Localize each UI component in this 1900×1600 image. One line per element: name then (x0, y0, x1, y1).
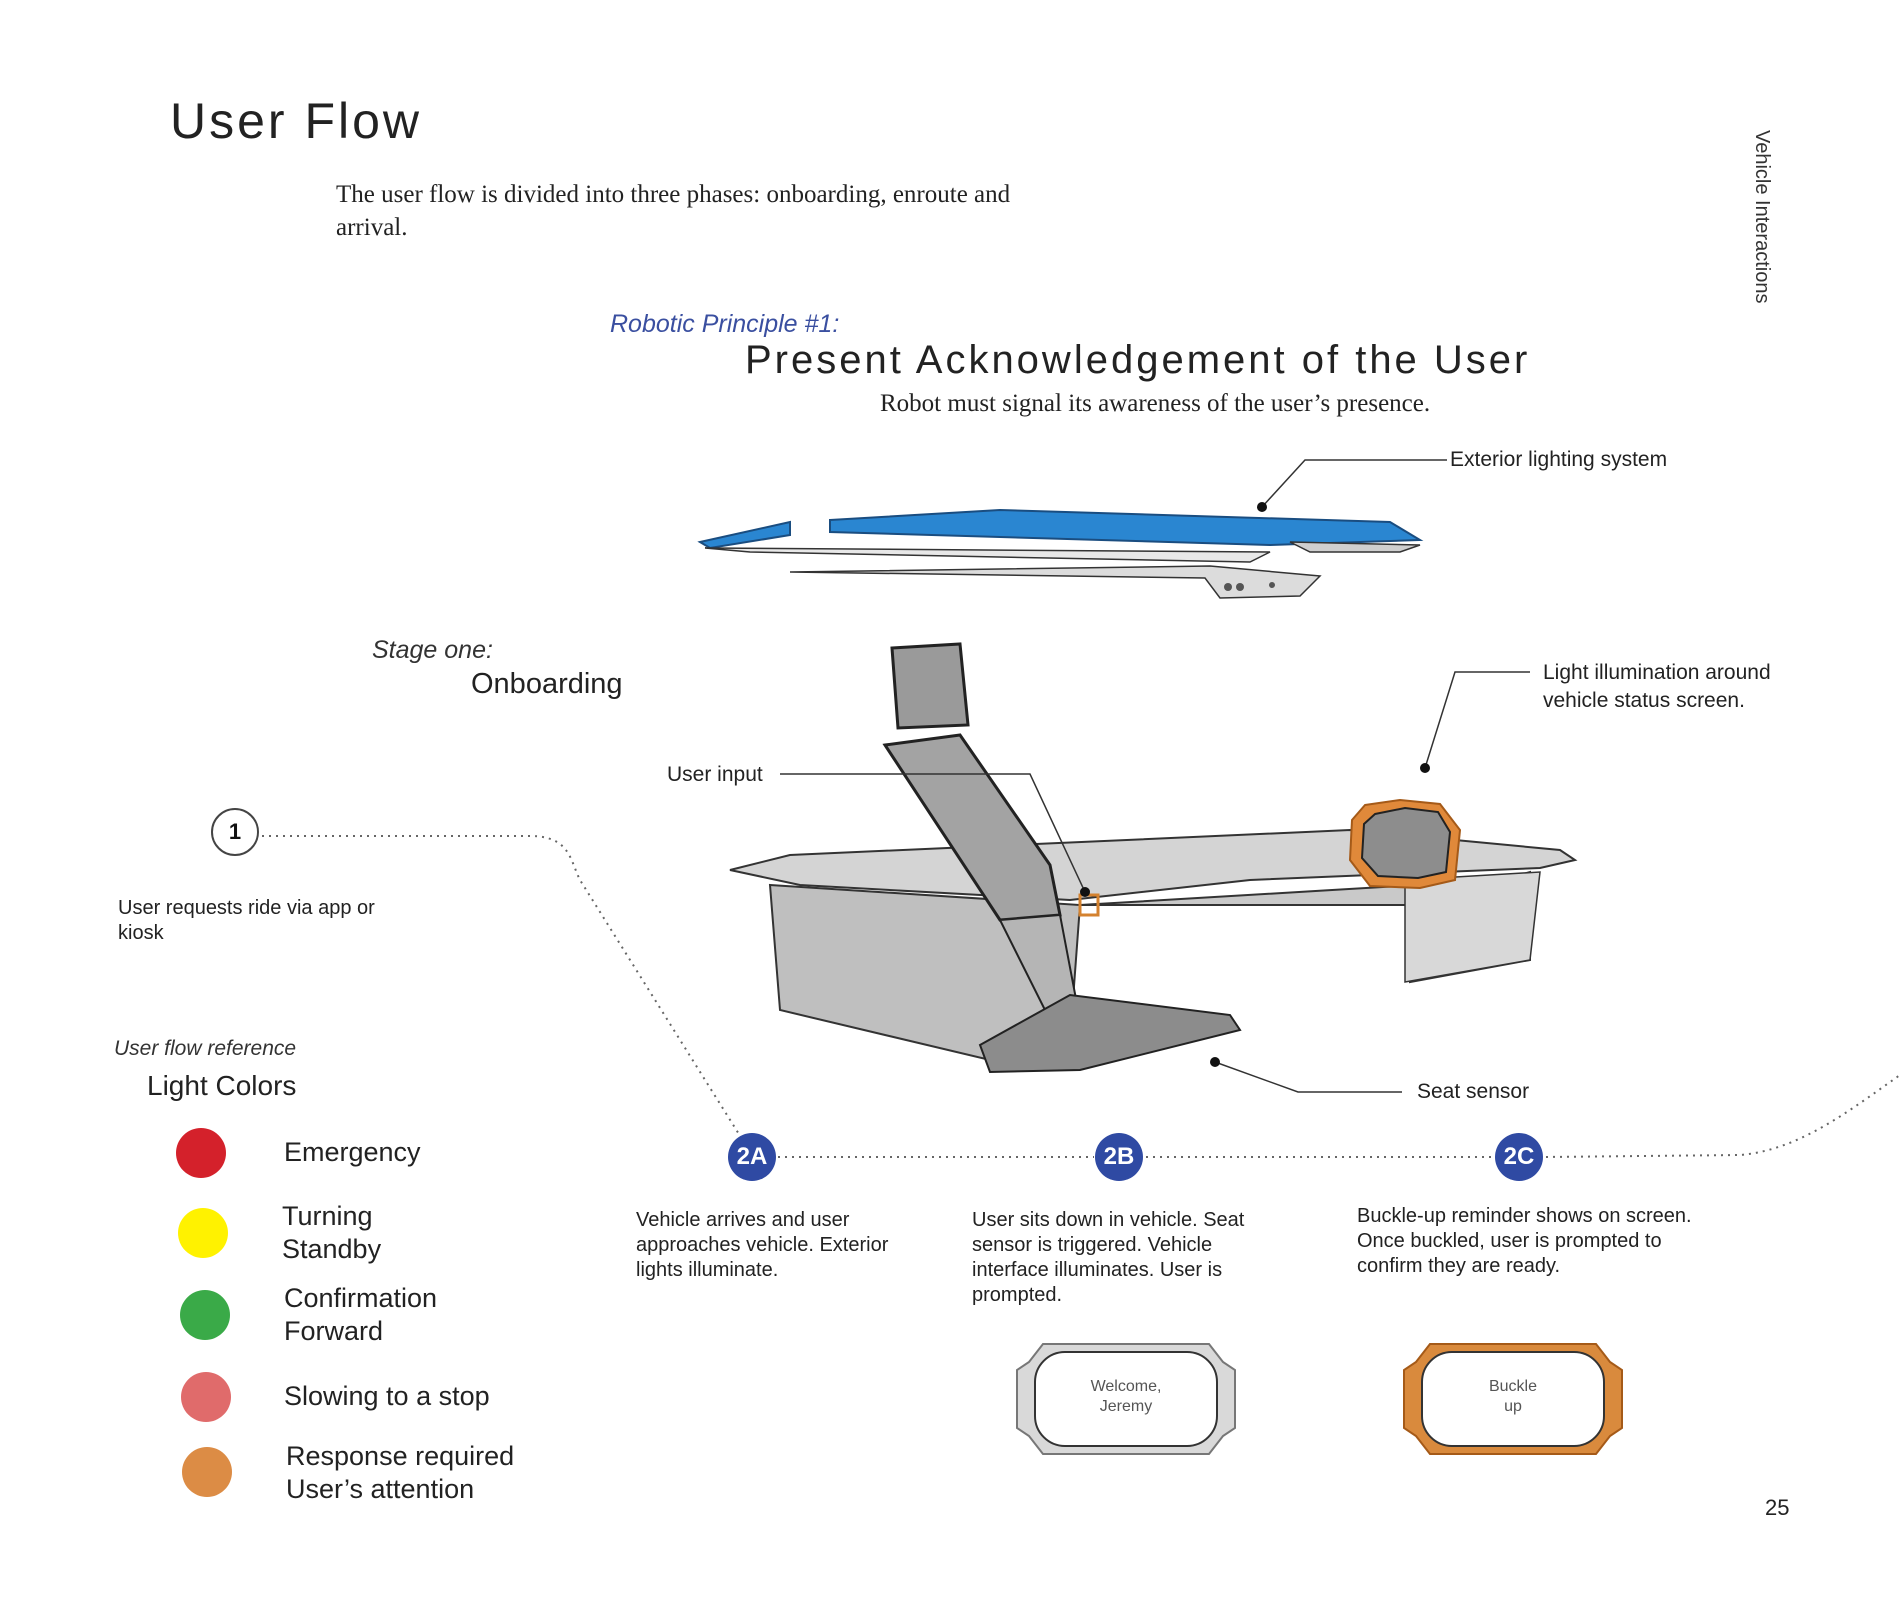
callout-seat-sensor: Seat sensor (1417, 1080, 1530, 1103)
legend-text-slowing: Slowing to a stop (284, 1380, 490, 1413)
principle-label: Robotic Principle #1: (610, 310, 840, 338)
welcome-line-2: Jeremy (1099, 1398, 1153, 1415)
legend-dot-slowing (181, 1372, 231, 1422)
intro-paragraph: The user flow is divided into three phas… (336, 181, 1011, 241)
legend-line: Forward (284, 1316, 384, 1346)
stage-label: Stage one: (372, 636, 493, 664)
callout-user-input: User input (667, 763, 763, 786)
callout-light-illumination: Light illumination around vehicle status… (1543, 661, 1771, 712)
step-2c-badge: 2C (1495, 1133, 1543, 1181)
legend-line: Emergency (284, 1137, 421, 1167)
legend-line: User’s attention (286, 1474, 475, 1504)
legend-text-response: Response required User’s attention (286, 1440, 514, 1506)
legend-line: Confirmation (284, 1283, 438, 1313)
step-2b-description: User sits down in vehicle. Seat sensor i… (972, 1209, 1245, 1306)
exterior-lighting-bar (697, 508, 1424, 599)
legend-text-emergency: Emergency (284, 1136, 421, 1169)
legend-dot-emergency (176, 1128, 226, 1178)
legend-text-turning: Turning Standby (282, 1200, 381, 1266)
legend-line: Slowing to a stop (284, 1381, 490, 1411)
buckle-line-2: up (1504, 1398, 1522, 1415)
principle-subtitle: Robot must signal its awareness of the u… (880, 390, 1431, 417)
legend-dot-confirmation (180, 1290, 230, 1340)
page-number: 25 (1765, 1495, 1790, 1520)
step-2a-description: Vehicle arrives and user approaches vehi… (636, 1209, 889, 1281)
legend-text-confirmation: Confirmation Forward (284, 1282, 437, 1348)
stage-name: Onboarding (471, 668, 623, 700)
legend-dot-response (182, 1447, 232, 1497)
buckle-line-1: Buckle (1488, 1378, 1538, 1395)
page-title: User Flow (170, 93, 423, 149)
legend-title: Light Colors (147, 1070, 297, 1101)
legend-dot-turning (178, 1208, 228, 1258)
welcome-screen-text: Welcome, Jeremy (1061, 1377, 1191, 1417)
callout-exterior-lighting: Exterior lighting system (1450, 448, 1668, 471)
step-2c-description: Buckle-up reminder shows on screen. Once… (1357, 1205, 1692, 1277)
buckle-screen (1403, 1343, 1623, 1455)
principle-title: Present Acknowledgement of the User (745, 338, 1531, 382)
step-2a-badge: 2A (728, 1133, 776, 1181)
legend-label: User flow reference (114, 1037, 297, 1060)
welcome-line-1: Welcome, (1090, 1378, 1162, 1395)
legend-line: Standby (282, 1234, 382, 1264)
step-1-marker: 1 (211, 808, 259, 856)
status-screen-glow (1348, 798, 1462, 890)
welcome-screen (1016, 1343, 1236, 1455)
step-2b-badge: 2B (1095, 1133, 1143, 1181)
legend-line: Turning (282, 1201, 373, 1231)
step-1-description: User requests ride via app or kiosk (118, 897, 375, 944)
vehicle-seat (882, 642, 1242, 1074)
buckle-screen-text: Buckle up (1448, 1377, 1578, 1417)
legend-line: Response required (286, 1441, 515, 1471)
